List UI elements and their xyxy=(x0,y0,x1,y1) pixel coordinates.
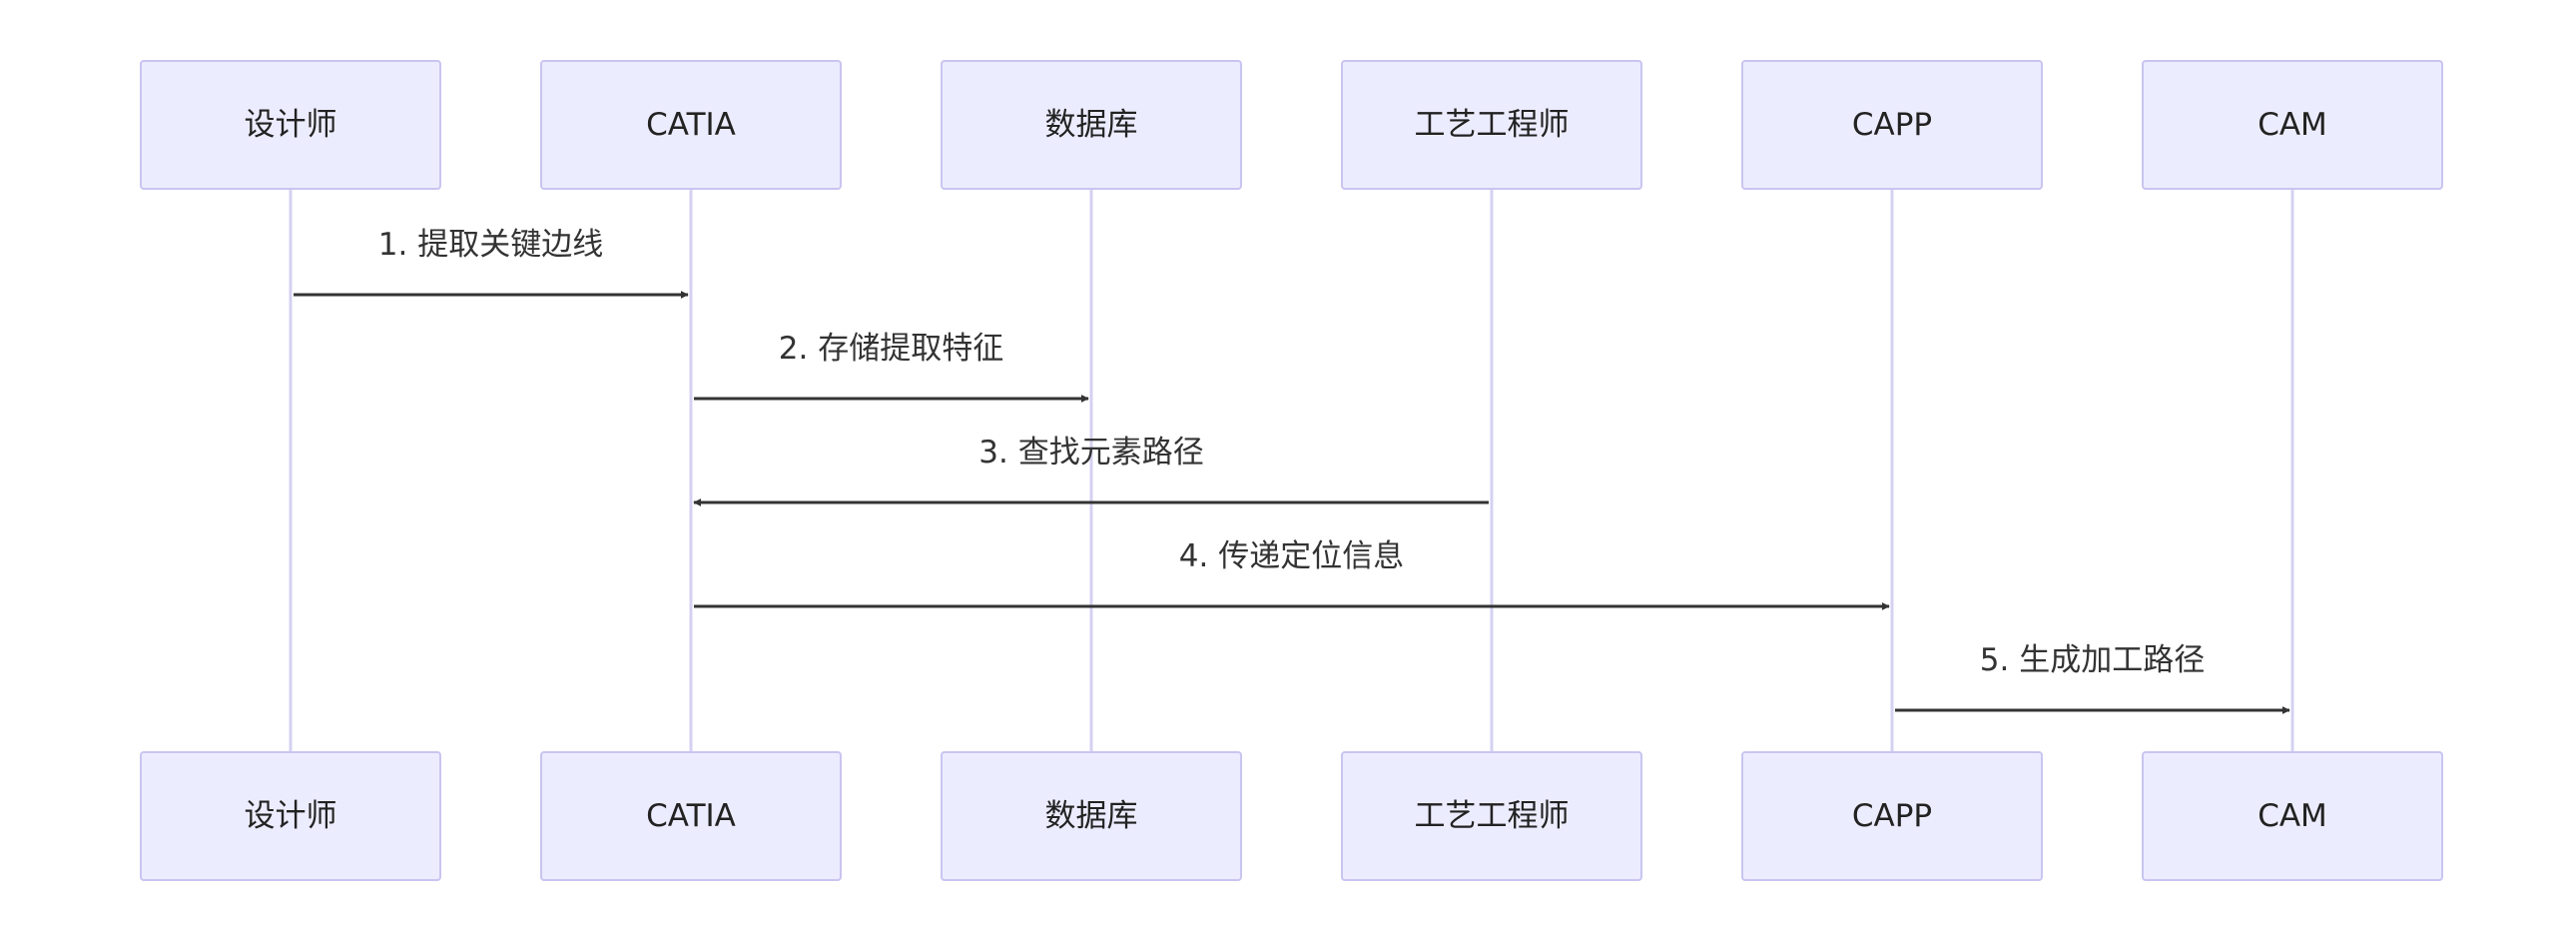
actor-box xyxy=(140,751,441,881)
actor-label: CATIA xyxy=(646,107,736,143)
actor-label: CATIA xyxy=(646,798,736,834)
actor-database-bottom: 数据库 xyxy=(941,751,1242,881)
actor-label: 工艺工程师 xyxy=(1415,107,1570,143)
message-label: 1. 提取关键边线 xyxy=(378,227,603,263)
actor-process-engineer-top: 工艺工程师 xyxy=(1341,60,1642,190)
actor-designer-bottom: 设计师 xyxy=(140,751,441,881)
actor-box xyxy=(1341,751,1642,881)
actors-top: 设计师 CATIA 数据库 工艺工程师 CAPP CAM xyxy=(140,60,2443,190)
actor-label: CAPP xyxy=(1852,798,1932,834)
message-label: 2. 存储提取特征 xyxy=(779,331,1003,367)
actor-capp-top: CAPP xyxy=(1741,60,2043,190)
actor-box xyxy=(941,60,1242,190)
actor-catia-bottom: CATIA xyxy=(540,751,842,881)
messages: 1. 提取关键边线 2. 存储提取特征 3. 查找元素路径 4. 传递定位信息 5. 生… xyxy=(294,227,2290,714)
lifelines xyxy=(289,189,2294,752)
actor-box xyxy=(941,751,1242,881)
message-label: 4. 传递定位信息 xyxy=(1179,538,1404,574)
message-1: 1. 提取关键边线 xyxy=(294,227,689,299)
actor-database-top: 数据库 xyxy=(941,60,1242,190)
actor-cam-top: CAM xyxy=(2142,60,2443,190)
actor-box xyxy=(1741,751,2043,881)
actor-box xyxy=(140,60,441,190)
actor-box xyxy=(2142,60,2443,190)
message-3: 3. 查找元素路径 xyxy=(693,435,1489,506)
actor-cam-bottom: CAM xyxy=(2142,751,2443,881)
actor-box xyxy=(1341,60,1642,190)
message-label: 3. 查找元素路径 xyxy=(978,435,1203,470)
actor-label: 工艺工程师 xyxy=(1415,798,1570,834)
message-2: 2. 存储提取特征 xyxy=(694,331,1089,403)
message-label: 5. 生成加工路径 xyxy=(1980,642,2205,678)
actor-label: 设计师 xyxy=(245,107,337,143)
actors-bottom: 设计师 CATIA 数据库 工艺工程师 CAPP CAM xyxy=(140,751,2443,881)
actor-label: CAPP xyxy=(1852,107,1932,143)
actor-box xyxy=(2142,751,2443,881)
actor-label: CAM xyxy=(2257,107,2327,143)
actor-label: 数据库 xyxy=(1045,107,1138,143)
actor-box xyxy=(540,60,842,190)
actor-label: 设计师 xyxy=(245,798,337,834)
actor-box xyxy=(1741,60,2043,190)
actor-box xyxy=(540,751,842,881)
actor-label: CAM xyxy=(2257,798,2327,834)
message-4: 4. 传递定位信息 xyxy=(694,538,1890,610)
actor-process-engineer-bottom: 工艺工程师 xyxy=(1341,751,1642,881)
actor-designer-top: 设计师 xyxy=(140,60,441,190)
actor-label: 数据库 xyxy=(1045,798,1138,834)
message-5: 5. 生成加工路径 xyxy=(1895,642,2290,714)
actor-catia-top: CATIA xyxy=(540,60,842,190)
actor-capp-bottom: CAPP xyxy=(1741,751,2043,881)
